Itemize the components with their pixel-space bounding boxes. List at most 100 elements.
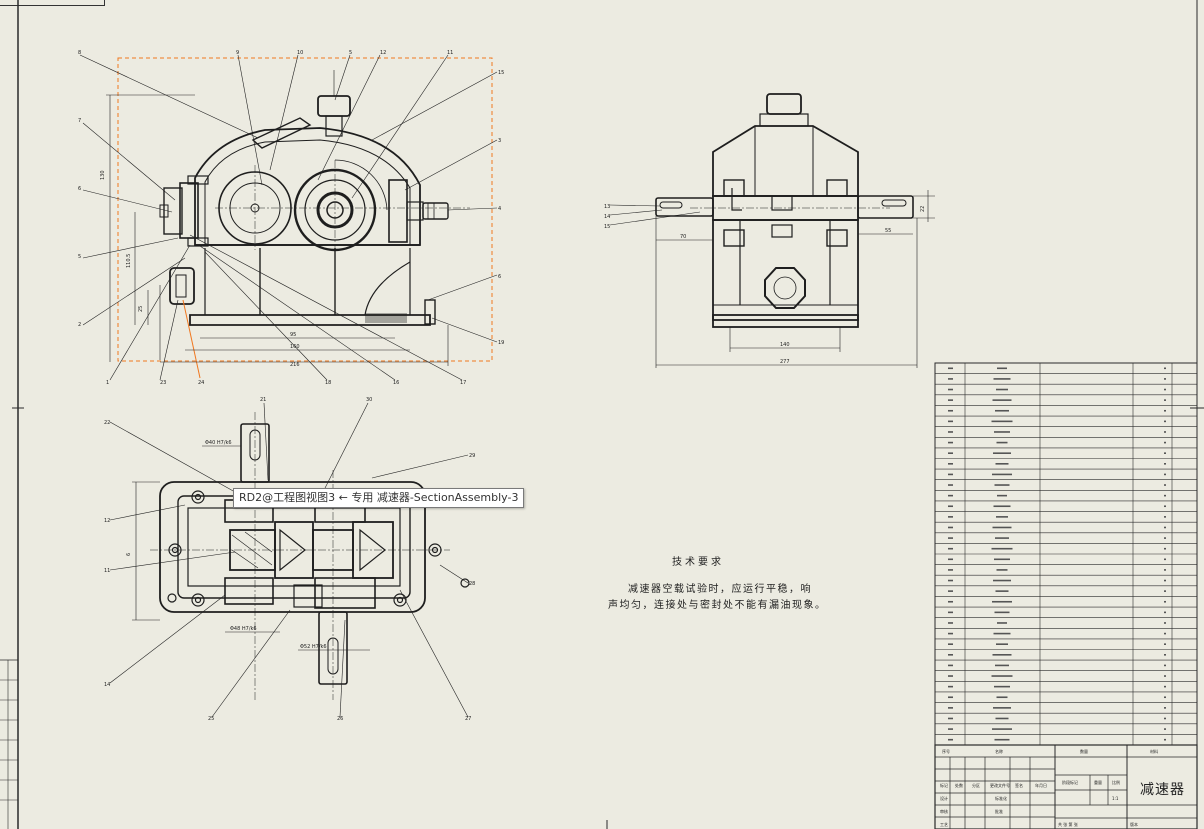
bom-name-mark xyxy=(995,409,1009,412)
svg-text:5: 5 xyxy=(78,254,81,260)
bom-qty-mark xyxy=(1164,579,1166,582)
bom-qty-mark xyxy=(1164,431,1166,433)
bom-index-mark xyxy=(948,494,953,497)
bom-qty-mark xyxy=(1164,675,1166,677)
svg-text:17: 17 xyxy=(460,380,466,386)
bom-qty-mark xyxy=(1164,558,1166,561)
bom-name-mark xyxy=(992,526,1012,529)
technical-requirements: 技术要求 减速器空载试验时，应运行平稳，响 声均匀，连接处与密封处不能有漏油现象… xyxy=(598,553,827,614)
bom-index-mark xyxy=(948,441,953,444)
svg-text:Φ48 H7/k6: Φ48 H7/k6 xyxy=(230,626,257,632)
bom-index-mark xyxy=(948,463,953,465)
bom-index-mark xyxy=(948,537,953,539)
svg-text:9: 9 xyxy=(236,50,239,56)
svg-text:216: 216 xyxy=(290,362,300,368)
bom-qty-mark xyxy=(1164,463,1166,465)
bom-name-mark xyxy=(991,675,1013,677)
svg-text:年月日: 年月日 xyxy=(1035,782,1047,788)
svg-text:12: 12 xyxy=(104,518,110,524)
svg-text:标准化: 标准化 xyxy=(995,795,1007,801)
bom-qty-mark xyxy=(1164,664,1166,667)
svg-text:更改文件号: 更改文件号 xyxy=(990,782,1010,788)
title-block-labels: 阶段标记重量比例 1:1 共 张 第 张版本 标记处数分区 更改文件号签名年月日… xyxy=(940,748,1158,827)
svg-text:18: 18 xyxy=(325,380,331,386)
svg-text:6: 6 xyxy=(78,186,81,192)
bom-index-mark xyxy=(948,558,953,561)
bom-qty-mark xyxy=(1164,516,1166,518)
svg-text:签名: 签名 xyxy=(1015,782,1023,788)
section-view[interactable] xyxy=(150,412,470,700)
bom-qty-mark xyxy=(1164,505,1166,508)
svg-text:14: 14 xyxy=(604,214,610,220)
side-view-annotations xyxy=(609,190,935,368)
bom-name-mark xyxy=(991,547,1013,550)
bom-name-mark xyxy=(995,537,1009,539)
svg-text:1:1: 1:1 xyxy=(1112,796,1119,801)
bom-name-mark xyxy=(994,431,1010,433)
svg-text:25: 25 xyxy=(138,306,144,312)
bom-name-mark xyxy=(993,452,1011,454)
bom-qty-mark xyxy=(1164,484,1166,486)
bom-name-mark xyxy=(993,632,1011,635)
title-block-grid xyxy=(935,757,1055,829)
bom-index-mark xyxy=(948,516,953,518)
technical-requirements-line-1: 减速器空载试验时，应运行平稳，响 xyxy=(628,584,812,595)
bom-qty-mark xyxy=(1164,473,1166,476)
bom-qty-mark xyxy=(1164,600,1166,603)
svg-text:8: 8 xyxy=(78,50,81,56)
svg-text:23: 23 xyxy=(160,380,166,386)
bom-name-mark xyxy=(994,484,1010,486)
technical-requirements-title: 技术要求 xyxy=(672,557,724,568)
bom-name-mark xyxy=(992,654,1012,656)
svg-text:13: 13 xyxy=(604,204,610,210)
bom-qty-mark xyxy=(1164,367,1166,370)
svg-text:Φ52 H7/k6: Φ52 H7/k6 xyxy=(300,644,327,650)
bom-index-mark xyxy=(948,696,953,699)
bom-name-mark xyxy=(996,516,1008,518)
svg-text:阶段标记: 阶段标记 xyxy=(1062,779,1078,785)
bom-rows xyxy=(935,373,1197,735)
svg-text:15: 15 xyxy=(604,224,610,230)
bom-qty-mark xyxy=(1164,420,1166,423)
svg-text:70: 70 xyxy=(680,234,686,240)
bom-index-mark xyxy=(948,569,953,571)
svg-text:95: 95 xyxy=(290,332,296,338)
bom-name-mark xyxy=(994,738,1010,741)
svg-text:25: 25 xyxy=(208,716,214,722)
view-selection-box xyxy=(117,57,493,362)
bom-index-mark xyxy=(948,643,953,645)
svg-text:30: 30 xyxy=(366,397,372,403)
bom-qty-mark xyxy=(1164,622,1166,624)
bom-index-mark xyxy=(948,675,953,677)
bom-name-mark xyxy=(993,707,1011,709)
bom-index-mark xyxy=(948,452,953,454)
bom-qty-mark xyxy=(1164,632,1166,635)
svg-text:分区: 分区 xyxy=(972,782,980,788)
bom-name-mark xyxy=(994,685,1010,688)
svg-text:11: 11 xyxy=(104,568,110,574)
bom-name-mark xyxy=(997,622,1007,624)
title-block xyxy=(934,744,1198,829)
bom-name-mark xyxy=(993,505,1011,508)
sheet-corner-tab xyxy=(0,0,105,6)
svg-text:共 张 第 张: 共 张 第 张 xyxy=(1058,821,1078,827)
svg-text:设计: 设计 xyxy=(940,795,948,801)
svg-text:277: 277 xyxy=(780,359,790,365)
svg-text:140: 140 xyxy=(780,342,790,348)
bom-name-mark xyxy=(992,473,1012,476)
bom-name-mark xyxy=(996,643,1008,645)
bom-name-mark xyxy=(993,378,1011,380)
bom-index-mark xyxy=(948,409,953,412)
front-view[interactable] xyxy=(117,57,493,362)
bom-qty-mark xyxy=(1164,569,1166,571)
svg-text:22: 22 xyxy=(920,206,926,212)
technical-requirements-line-2: 声均匀，连接处与密封处不能有漏油现象。 xyxy=(608,600,827,611)
bom-index-mark xyxy=(948,707,953,709)
bom-index-mark xyxy=(948,600,953,603)
svg-text:11: 11 xyxy=(447,50,453,56)
bom-index-mark xyxy=(948,685,953,688)
side-view[interactable] xyxy=(655,93,914,328)
svg-text:Φ40 H7/k6: Φ40 H7/k6 xyxy=(205,440,232,446)
